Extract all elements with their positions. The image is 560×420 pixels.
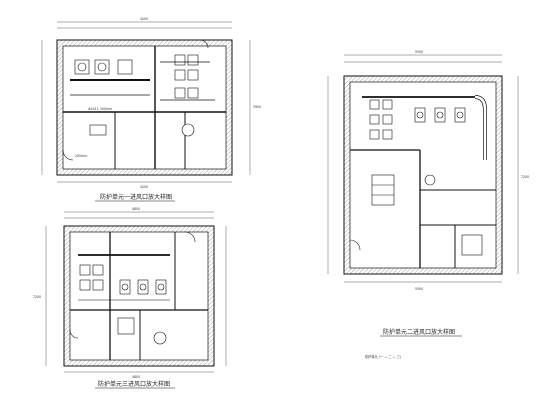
caption-unit-1: 防护单元一进风口放大样图 bbox=[100, 193, 172, 201]
plan-unit-1: #4011 300mm 200mm 4200 4200 3900 防护单元一进风… bbox=[41, 17, 261, 202]
dim-top-left-upper: 4200 bbox=[140, 17, 148, 21]
dim-bottom-left-upper: 4800 bbox=[132, 207, 140, 211]
svg-text:#4011 300mm: #4011 300mm bbox=[88, 107, 112, 111]
dim-top-right-lower: 5500 bbox=[415, 287, 423, 291]
plan-unit-2: 5500 5500 7200 防护单元二进风口放大样图 防护单元 (一 — 二 … bbox=[327, 50, 529, 359]
svg-text:200mm: 200mm bbox=[75, 154, 87, 158]
dim-top-right-side: 7200 bbox=[521, 175, 529, 179]
caption-unit-3: 防护单元三进风口放大样图 bbox=[98, 380, 170, 388]
dim-top-right-upper: 5500 bbox=[415, 50, 423, 54]
plan-unit-3: 4800 4800 7200 防护单元三进风口放大样图 bbox=[33, 207, 227, 389]
dim-bottom-left-lower: 4800 bbox=[132, 375, 140, 379]
dim-top-left-side: 3900 bbox=[253, 105, 261, 109]
drawing-note: 防护单元 (一 — 二 — 三) bbox=[365, 354, 401, 359]
caption-unit-2: 防护单元二进风口放大样图 bbox=[383, 328, 455, 336]
dim-bottom-left-side: 7200 bbox=[33, 295, 41, 299]
dim-top-left-lower: 4200 bbox=[140, 185, 148, 189]
